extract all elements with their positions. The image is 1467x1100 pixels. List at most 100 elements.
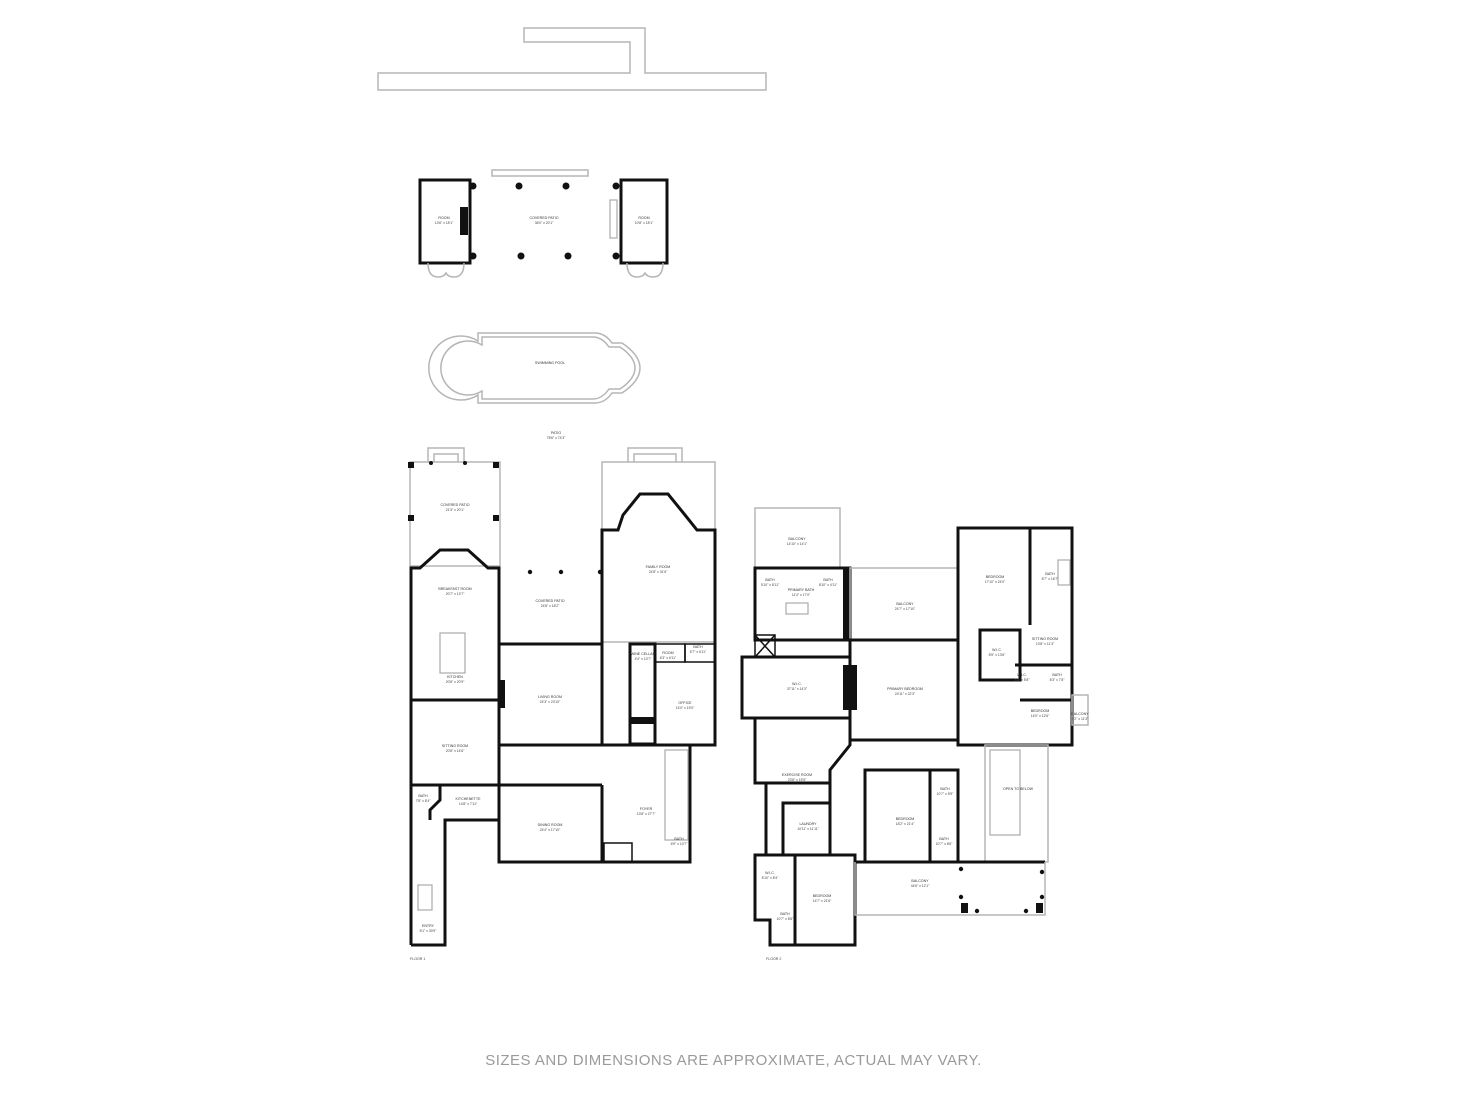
room-name: BATH — [939, 837, 949, 841]
room-dim: 24'7" x 17'10" — [895, 607, 916, 611]
room-name: FAMILY ROOM — [646, 565, 671, 569]
room-name: ROOM — [638, 216, 649, 220]
room-name: BATH — [418, 794, 428, 798]
room-name: PATIO — [551, 431, 561, 435]
room-dim: 44'6" x 12'1" — [911, 884, 930, 888]
room-dim: 7'8" x 8'4" — [416, 799, 432, 803]
room-name: COVERED PATIO — [529, 216, 558, 220]
room-name: LAUNDRY — [799, 822, 817, 826]
room-name: BEDROOM — [1031, 709, 1050, 713]
counter — [609, 199, 618, 239]
pergola-outline — [377, 27, 767, 91]
room-name: ENTRY — [422, 924, 435, 928]
room-dim: 14'8" x 7'11" — [459, 802, 478, 806]
room-name: COVERED PATIO — [535, 599, 564, 603]
open-to-below — [989, 749, 1021, 836]
room-left-walls — [418, 178, 472, 265]
room-dim: 10'7" x 5'9" — [937, 792, 955, 796]
fireplace — [460, 207, 468, 235]
room-dim: 20'7" x 13'7" — [446, 592, 465, 596]
room-dim: 13'6" x 18'1" — [435, 221, 454, 225]
floor-label: FLOOR 1 — [410, 957, 425, 961]
room-name: BEDROOM — [813, 894, 832, 898]
room-dim: 8'10" x 4'11" — [819, 583, 838, 587]
room-name: KITCHENETTE — [456, 797, 482, 801]
room-dim: 4'2" x 11'3" — [1072, 717, 1089, 721]
room-dim: 14'0" x 19'0" — [676, 706, 695, 710]
room-dim: 4'4" x 10'7" — [635, 657, 653, 661]
room-dim: 14'10" x 14'1" — [787, 542, 808, 546]
room-name: ROOM — [438, 216, 449, 220]
room-dim: 6'3" x 6'11" — [660, 656, 677, 660]
room-name: BEDROOM — [986, 575, 1005, 579]
room-dim: 11'4" x 17'0" — [792, 593, 811, 597]
room-dim: 8'3" x 7'8" — [1050, 678, 1066, 682]
room-name: BATH — [1052, 673, 1062, 677]
room-dim: 18'2" x 21'4" — [896, 822, 915, 826]
room-name: BATH — [823, 578, 833, 582]
bathtub — [1057, 559, 1071, 586]
room-name: W.I.C. — [765, 871, 775, 875]
room-name: BATH — [1045, 572, 1055, 576]
bay-window-right — [626, 262, 664, 278]
room-name: BEDROOM — [896, 817, 915, 821]
covered-patio-beam — [491, 169, 589, 177]
disclaimer: SIZES AND DIMENSIONS ARE APPROXIMATE, AC… — [485, 1052, 982, 1069]
room-name: ROOM — [662, 651, 673, 655]
room-dim: 17'10" x 24'0" — [985, 580, 1006, 584]
room-dim: 24'8" x 18'2" — [541, 604, 560, 608]
patio-piers — [408, 461, 603, 575]
stairs — [417, 884, 433, 911]
room-dim: 10'8" x 11'3" — [1036, 642, 1055, 646]
room-dim: 5'7" x 6'11" — [690, 650, 707, 654]
room-dim: 20'8" x 20'9" — [446, 680, 465, 684]
room-name: OPEN TO BELOW — [1003, 787, 1034, 791]
room-name: EXERCISE ROOM — [782, 773, 812, 777]
room-dim: 5'10" x 8'11" — [761, 583, 780, 587]
room-name: DINING ROOM — [538, 823, 563, 827]
room-name: SITTING ROOM — [442, 744, 468, 748]
room-dim: 8'5" x 13'6" — [989, 653, 1007, 657]
room-dim: 13'8" x 27'7" — [637, 812, 656, 816]
floor-label: FLOOR 2 — [766, 957, 781, 961]
room-dim: 14'0" x 12'6" — [1031, 714, 1050, 718]
room-dim: 24'3" x 23'10" — [540, 700, 561, 704]
room-dim: 21'3" x 20'1" — [446, 508, 465, 512]
bathtub — [785, 602, 809, 615]
room-name: KITCHEN — [447, 675, 463, 679]
room-name: W.I.C. — [992, 648, 1002, 652]
bay-window-left — [427, 262, 465, 278]
room-dim: 8'10" x 8'4" — [762, 876, 780, 880]
room-name: BATH — [693, 645, 703, 649]
kitchen-island — [439, 632, 466, 674]
fireplace — [500, 680, 505, 708]
room-dim: 4'8" x 5'8" — [1015, 678, 1031, 682]
room-name: BATH — [765, 578, 775, 582]
room-dim: 14'7" x 21'6" — [813, 899, 832, 903]
room-dim: 24'4" x 17'10" — [540, 828, 561, 832]
room-name: SWIMMING POOL — [535, 361, 565, 365]
room-dim: 6'9" x 10'7" — [671, 842, 689, 846]
room-name: PRIMARY BEDROOM — [887, 687, 923, 691]
room-name: W.I.C. — [1017, 673, 1027, 677]
room-dim: 8'7" x 16'7" — [1042, 577, 1060, 581]
room-name: WINE CELLAR — [631, 652, 656, 656]
outbuilding: ROOM 13'6" x 18'1" COVERED PATIO 36'0" x… — [418, 169, 669, 278]
room-dim: 10'11" x 11'11" — [797, 827, 819, 831]
stairs — [664, 749, 689, 841]
room-dim: 10'7" x 8'6" — [777, 917, 795, 921]
room-name: BALCONY — [911, 879, 929, 883]
room-dim: 36'0" x 20'1" — [535, 221, 554, 225]
room-name: BATH — [780, 912, 790, 916]
swimming-pool: SWIMMING POOL — [428, 332, 641, 404]
room-dim: 23'8" x 15'5" — [788, 778, 807, 782]
floor-2: FLOOR 2 — [740, 507, 1089, 961]
room-name: LIVING ROOM — [538, 695, 562, 699]
room-name: BATH — [674, 837, 684, 841]
room-name: BALCONY — [896, 602, 914, 606]
room-dim: 24'11" x 22'3" — [895, 692, 916, 696]
room-name: SITTING ROOM — [1032, 637, 1058, 641]
room-dim: 24'8" x 31'6" — [649, 570, 668, 574]
